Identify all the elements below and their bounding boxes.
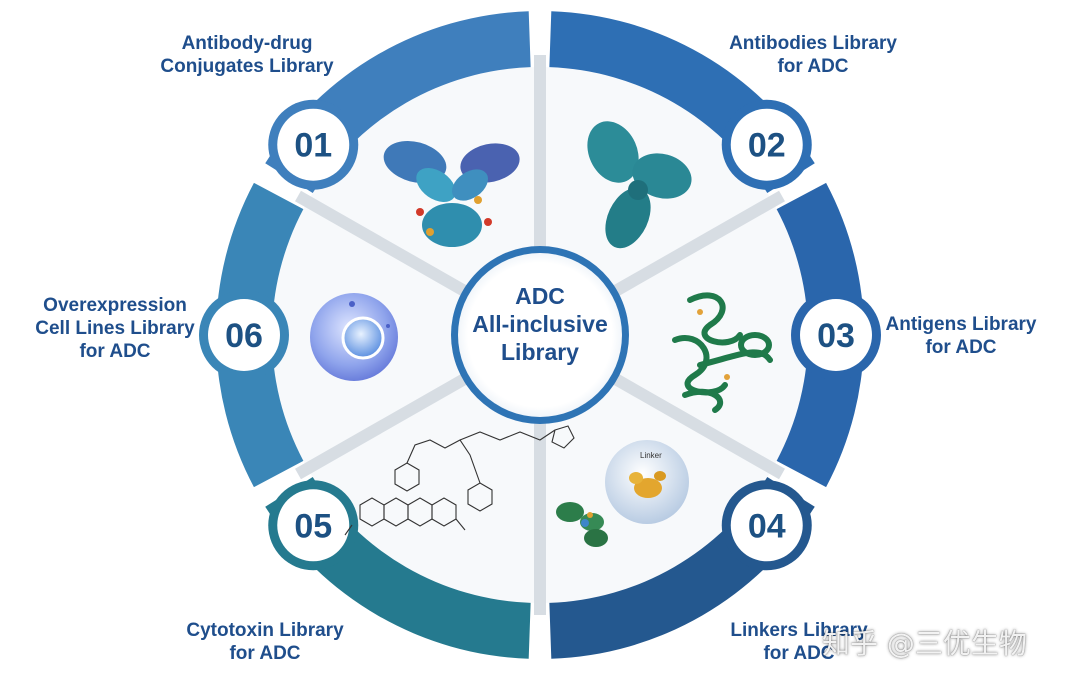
badge-number-05: 05 bbox=[294, 507, 332, 545]
segment-05-label: Cytotoxin Library for ADC bbox=[186, 620, 344, 664]
segment-04-label: Linkers Library for ADC bbox=[730, 620, 868, 664]
center-disc bbox=[458, 253, 622, 417]
center-title: ADC All-inclusive Library bbox=[472, 283, 608, 365]
segment-01-label: Antibody-drug Conjugates Library bbox=[160, 33, 334, 77]
watermark: 知乎 @三优生物 bbox=[822, 627, 1027, 660]
badge-01: 01 bbox=[268, 99, 359, 190]
antibody-illustration bbox=[587, 121, 692, 249]
number-badges: 01 02 03 04 05 06 bbox=[199, 99, 881, 571]
badge-number-06: 06 bbox=[225, 317, 263, 355]
linker-bubble-label: Linker bbox=[640, 451, 662, 460]
antigen-protein-illustration bbox=[672, 292, 773, 413]
segment-02-label: Antibodies Library for ADC bbox=[729, 33, 897, 77]
badge-number-04: 04 bbox=[748, 507, 786, 545]
cell-nucleus bbox=[341, 316, 385, 360]
segment-03-label: Antigens Library for ADC bbox=[885, 314, 1037, 358]
badge-05: 05 bbox=[268, 480, 359, 571]
badge-06: 06 bbox=[199, 290, 289, 380]
adc-molecule-illustration bbox=[383, 140, 520, 247]
badge-04: 04 bbox=[721, 480, 812, 571]
linker-illustration: Linker bbox=[556, 440, 689, 547]
segment-dividers bbox=[295, 55, 785, 615]
badge-number-03: 03 bbox=[817, 317, 855, 355]
badge-03: 03 bbox=[791, 290, 881, 380]
cytotoxin-structure-illustration bbox=[344, 425, 575, 536]
cell-illustration bbox=[310, 293, 398, 381]
badge-number-02: 02 bbox=[748, 127, 786, 165]
segment-06-label: Overexpression Cell Lines Library for AD… bbox=[35, 295, 195, 362]
badge-number-01: 01 bbox=[294, 127, 332, 165]
badge-02: 02 bbox=[721, 99, 812, 190]
